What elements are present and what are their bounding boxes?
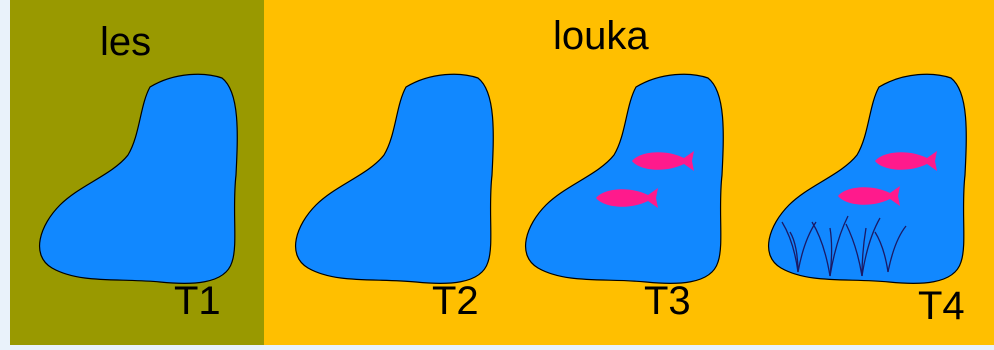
meadow-label: louka — [553, 14, 649, 58]
pond-label-t4: T4 — [918, 284, 965, 328]
pond-label-t3: T3 — [644, 279, 691, 323]
forest-label: les — [100, 20, 152, 64]
pond-label-t2: T2 — [432, 279, 479, 323]
pond-label-t1: T1 — [174, 279, 221, 323]
water-plants-icon — [781, 215, 907, 277]
